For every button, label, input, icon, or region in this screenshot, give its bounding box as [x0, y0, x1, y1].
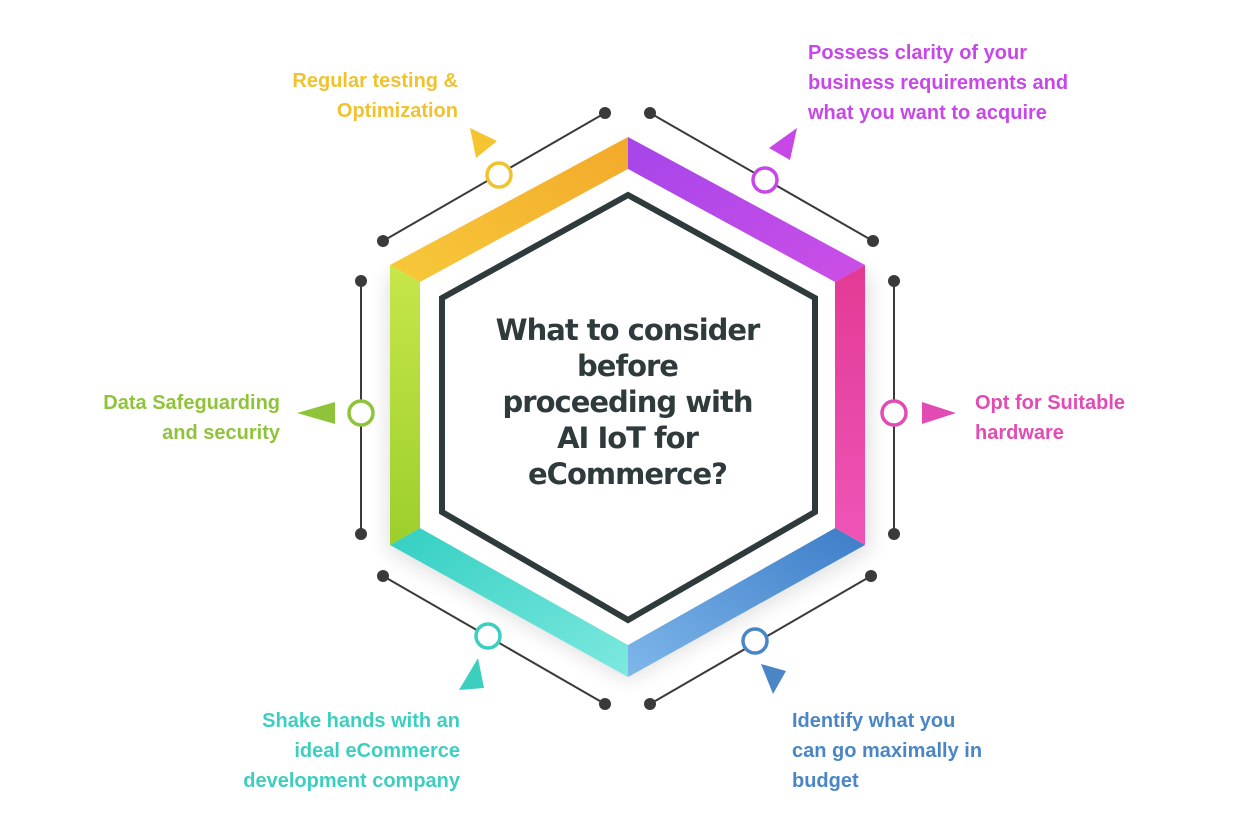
label-partner: Shake hands with an ideal eCommerce deve…: [180, 706, 460, 796]
dot: [355, 275, 367, 287]
triangle-pointer-icon: [297, 402, 335, 424]
dot: [377, 570, 389, 582]
dot: [377, 235, 389, 247]
dot: [599, 698, 611, 710]
marker-ring-security: [347, 399, 375, 427]
inner-hexagon-fill: [420, 169, 835, 645]
label-line: Shake hands with an: [262, 710, 460, 732]
marker-ring-budget: [741, 627, 769, 655]
ring-segment-teal: [390, 528, 628, 677]
center-title-line: eCommerce?: [528, 457, 728, 491]
label-line: Identify what you: [792, 710, 956, 732]
label-line: can go maximally in: [792, 740, 983, 762]
marker-ring-clarity: [751, 166, 779, 194]
label-line: Opt for Suitable: [975, 392, 1125, 414]
label-line: Regular testing &: [292, 70, 458, 92]
label-line: hardware: [975, 422, 1064, 444]
label-testing: Regular testing & Optimization: [220, 66, 458, 126]
connector-dots: [355, 107, 900, 710]
marker-rings: [347, 161, 908, 655]
center-title-line: What to consider: [495, 313, 761, 347]
inner-hexagon-outline: [439, 191, 818, 624]
dot: [867, 235, 879, 247]
ring-segment-yellow: [390, 137, 628, 282]
label-line: Optimization: [336, 100, 458, 122]
triangle-pointer-icon: [922, 402, 956, 424]
label-clarity: Possess clarity of your business require…: [808, 38, 1068, 128]
dot: [599, 107, 611, 119]
label-line: what you want to acquire: [808, 102, 1047, 124]
ring-segment-purple: [628, 137, 865, 282]
ring-segment-green: [390, 265, 420, 545]
label-hardware: Opt for Suitable hardware: [975, 388, 1125, 448]
marker-ring-partner: [474, 622, 502, 650]
dot: [644, 698, 656, 710]
label-line: and security: [162, 422, 280, 444]
center-title-line: AI IoT for: [557, 421, 699, 455]
triangle-pointer-icon: [769, 128, 797, 160]
dot: [888, 275, 900, 287]
label-line: Data Safeguarding: [103, 392, 280, 414]
label-budget: Identify what you can go maximally in bu…: [792, 706, 982, 796]
marker-ring-hardware: [880, 399, 908, 427]
triangle-pointer-icon: [470, 128, 497, 158]
pointer-triangles: [297, 128, 956, 694]
label-line: budget: [792, 770, 859, 792]
label-line: development company: [243, 770, 460, 792]
center-title: What to consider before proceeding with …: [455, 312, 800, 492]
center-title-line: before: [577, 349, 679, 383]
triangle-pointer-icon: [761, 664, 786, 694]
dot: [865, 570, 877, 582]
label-line: ideal eCommerce: [294, 740, 460, 762]
marker-ring-testing: [485, 161, 513, 189]
label-security: Data Safeguarding and security: [40, 388, 280, 448]
ring-segment-pink: [835, 265, 865, 545]
label-line: Possess clarity of your: [808, 42, 1027, 64]
dot: [644, 107, 656, 119]
dot: [888, 528, 900, 540]
ring-segment-blue: [628, 528, 865, 677]
center-title-line: proceeding with: [502, 385, 754, 419]
label-line: business requirements and: [808, 72, 1069, 94]
triangle-pointer-icon: [459, 658, 484, 690]
dot: [355, 528, 367, 540]
